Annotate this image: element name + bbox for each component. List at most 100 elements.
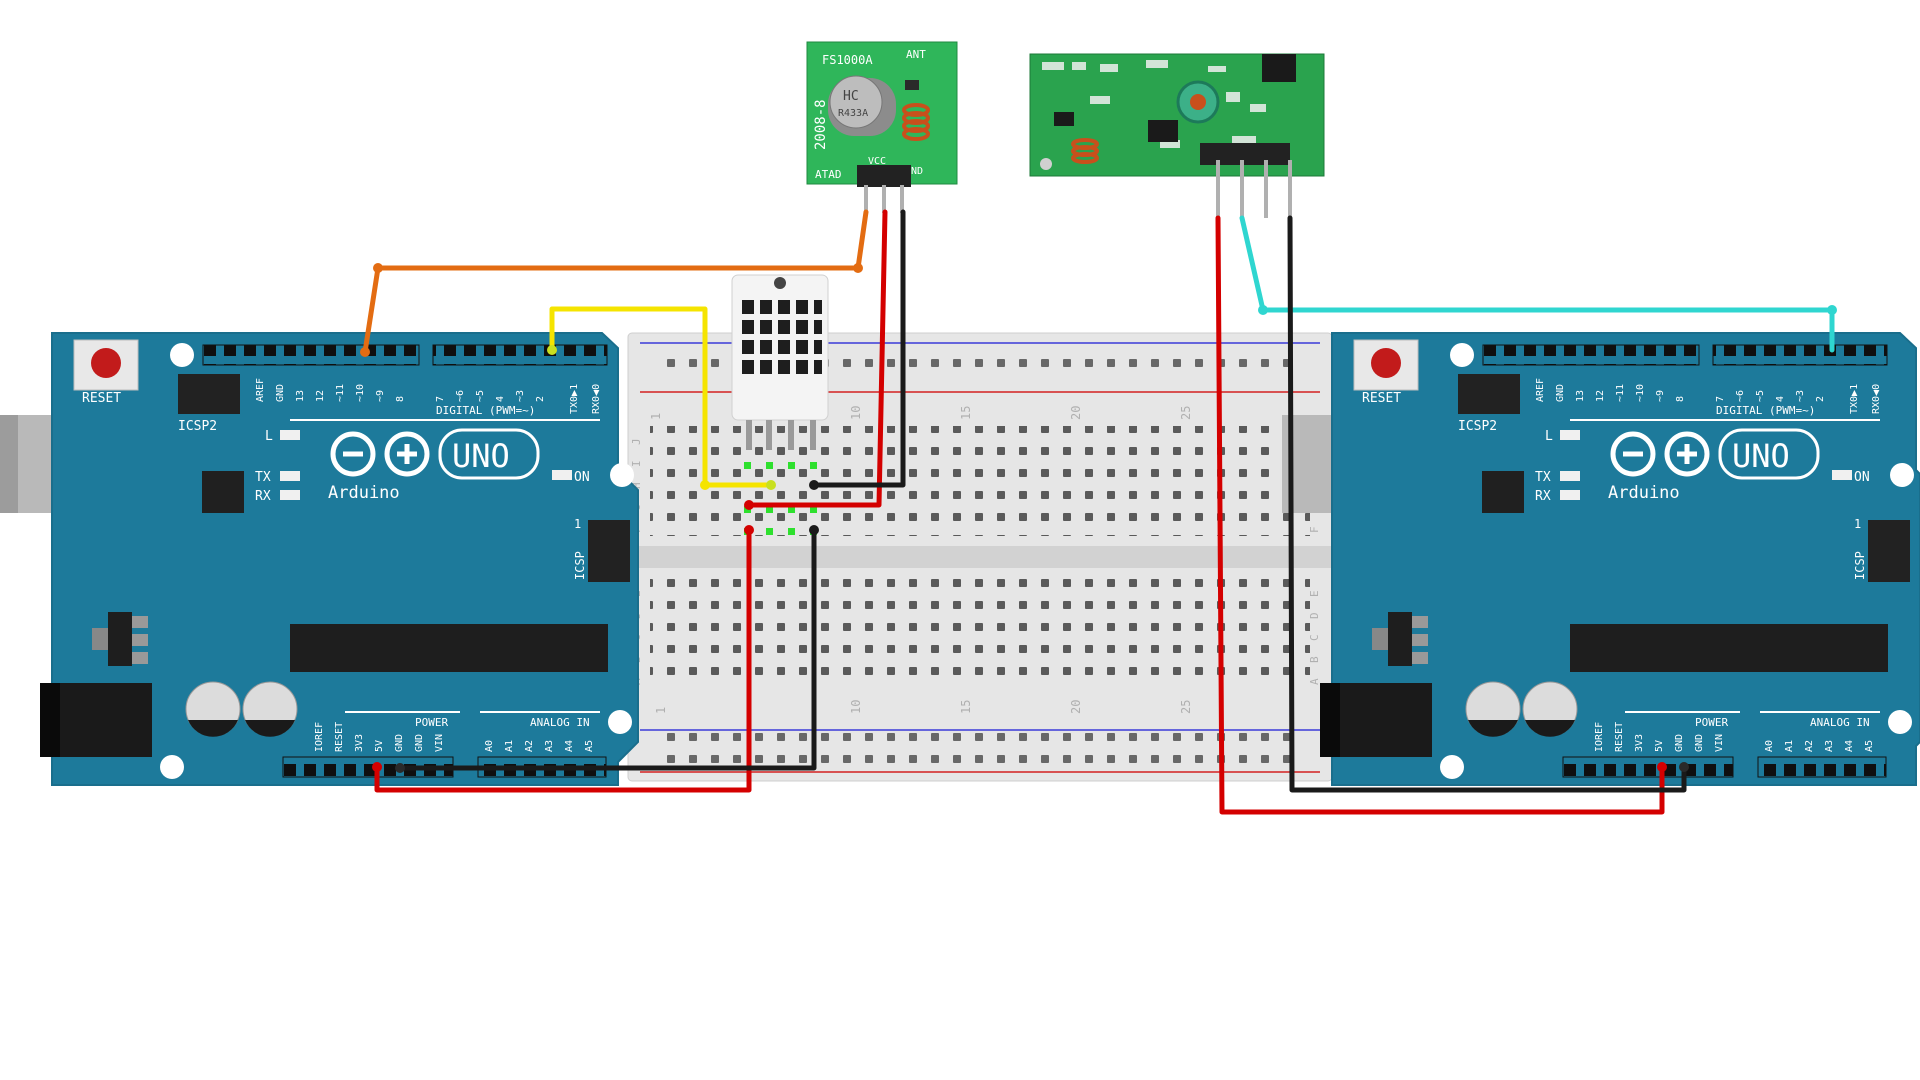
bb-col-10: 10 bbox=[849, 406, 863, 420]
bb-row-j: J bbox=[630, 438, 643, 445]
pin-6-right: ~6 bbox=[1735, 390, 1746, 402]
icsp-label-right: ICSP bbox=[1853, 551, 1867, 580]
pin-12-right: 12 bbox=[1595, 390, 1606, 402]
pin-8-right: 8 bbox=[1675, 396, 1686, 402]
icsp-label: ICSP bbox=[573, 551, 587, 580]
pin-1-right: TX0▶1 bbox=[1849, 384, 1860, 414]
tx-model-label: FS1000A bbox=[822, 53, 873, 67]
led-tx-label: TX bbox=[255, 470, 271, 485]
led-on-label: ON bbox=[574, 470, 590, 485]
pin-7-right: 7 bbox=[1715, 396, 1726, 402]
pin-0-right: RX0◀0 bbox=[1871, 384, 1882, 414]
pin-5v: 5V bbox=[374, 740, 385, 752]
icsp-pin1-label-right: 1 bbox=[1854, 517, 1861, 531]
pin-5-right: ~5 bbox=[1755, 390, 1766, 402]
pin-11-right: ~11 bbox=[1615, 384, 1626, 402]
pin-a0-right: A0 bbox=[1764, 740, 1775, 752]
pin-gnd-2: GND bbox=[414, 734, 425, 752]
pin-2-right: 2 bbox=[1815, 396, 1826, 402]
analog-label: ANALOG IN bbox=[530, 716, 590, 729]
pin-5v-right: 5V bbox=[1654, 740, 1665, 752]
pin-gnd-1: GND bbox=[394, 734, 405, 752]
pin-reset-power-right: RESET bbox=[1614, 722, 1625, 752]
pin-vin: VIN bbox=[434, 734, 445, 752]
power-label-right: POWER bbox=[1695, 716, 1728, 729]
bb-row-a-right: A bbox=[1308, 678, 1321, 685]
dht22-sensor bbox=[731, 274, 829, 535]
bb-row-d-right: D bbox=[1308, 612, 1321, 619]
pin-12: 12 bbox=[315, 390, 326, 402]
digital-label-right: DIGITAL (PWM=~) bbox=[1716, 404, 1815, 417]
arduino-uno-right: RESET ICSP2 AREF GND 13 12 ~11 ~10 ~9 8 … bbox=[1282, 332, 1920, 786]
bb-row-f-right: F bbox=[1308, 526, 1321, 533]
pin-gnd-1-right: GND bbox=[1674, 734, 1685, 752]
pin-aref-right: AREF bbox=[1535, 378, 1546, 402]
pin-13-right: 13 bbox=[1575, 390, 1586, 402]
arduino-uno-left: RESET ICSP2 AREF GND 13 12 ~11 ~10 ~9 8 … bbox=[0, 332, 639, 786]
bb-col-15-bottom: 15 bbox=[959, 700, 973, 714]
pin-8: 8 bbox=[395, 396, 406, 402]
wire-bb-5v bbox=[374, 527, 752, 793]
pin-a0: A0 bbox=[484, 740, 495, 752]
tx-vcc-label: VCC bbox=[868, 156, 886, 167]
tx-coil-icon bbox=[902, 103, 930, 141]
pin-gnd-top: GND bbox=[275, 384, 286, 402]
led-on-label-right: ON bbox=[1854, 470, 1870, 485]
pin-a3: A3 bbox=[544, 740, 555, 752]
reset-label: RESET bbox=[82, 391, 121, 406]
pin-3v3: 3V3 bbox=[354, 734, 365, 752]
arduino-brand-right: Arduino bbox=[1608, 483, 1680, 503]
tx-data-label: ATAD bbox=[815, 168, 842, 181]
icsp2-label: ICSP2 bbox=[178, 419, 217, 434]
bb-row-i: I bbox=[630, 460, 643, 467]
pin-a2: A2 bbox=[524, 740, 535, 752]
bb-col-20: 20 bbox=[1069, 406, 1083, 420]
uno-label: UNO bbox=[452, 437, 510, 475]
bb-col-15: 15 bbox=[959, 406, 973, 420]
arduino-logo-icon bbox=[330, 431, 430, 477]
pin-a2-right: A2 bbox=[1804, 740, 1815, 752]
pin-a1: A1 bbox=[504, 740, 515, 752]
tx-year-label: 2008-8 bbox=[813, 99, 829, 150]
wire-sensor-data bbox=[549, 306, 774, 488]
led-tx-label-right: TX bbox=[1535, 470, 1551, 485]
breadboard: 1 10 15 20 25 1 10 15 20 25 J I H G F F … bbox=[627, 332, 1333, 782]
arduino-logo-icon-right bbox=[1610, 431, 1710, 477]
pin-a4: A4 bbox=[564, 740, 575, 752]
pin-6: ~6 bbox=[455, 390, 466, 402]
wire-tx-gnd bbox=[811, 209, 906, 488]
pin-3: ~3 bbox=[515, 390, 526, 402]
analog-label-right: ANALOG IN bbox=[1810, 716, 1870, 729]
pin-a5-right: A5 bbox=[1864, 740, 1875, 752]
pin-a1-right: A1 bbox=[1784, 740, 1795, 752]
bb-col-25-bottom: 25 bbox=[1179, 700, 1193, 714]
pin-a5: A5 bbox=[584, 740, 595, 752]
power-label: POWER bbox=[415, 716, 448, 729]
wires bbox=[362, 209, 1835, 815]
tx-crystal-line2: R433A bbox=[838, 108, 868, 119]
led-rx-label-right: RX bbox=[1535, 489, 1551, 504]
bb-col-1-bottom: 1 bbox=[654, 707, 668, 714]
arduino-brand: Arduino bbox=[328, 483, 400, 503]
pin-a3-right: A3 bbox=[1824, 740, 1835, 752]
pin-3v3-right: 3V3 bbox=[1634, 734, 1645, 752]
led-rx-label: RX bbox=[255, 489, 271, 504]
pin-10: ~10 bbox=[355, 384, 366, 402]
pin-aref: AREF bbox=[255, 378, 266, 402]
bb-row-e-right: E bbox=[1308, 590, 1321, 597]
pin-9-right: ~9 bbox=[1655, 390, 1666, 402]
wire-bb-gnd bbox=[397, 527, 817, 771]
icsp2-label-right: ICSP2 bbox=[1458, 419, 1497, 434]
pin-13: 13 bbox=[295, 390, 306, 402]
led-l-label: L bbox=[265, 429, 273, 444]
bb-col-20-bottom: 20 bbox=[1069, 700, 1083, 714]
bb-col-10-bottom: 10 bbox=[849, 700, 863, 714]
wire-tx-data bbox=[362, 209, 869, 355]
rf-transmitter-fs1000a: FS1000A ANT 2008-8 HC R433A ATAD VCC GND bbox=[806, 41, 958, 213]
pin-vin-right: VIN bbox=[1714, 734, 1725, 752]
digital-label: DIGITAL (PWM=~) bbox=[436, 404, 535, 417]
pin-ioref: IOREF bbox=[314, 722, 325, 752]
pin-reset-power: RESET bbox=[334, 722, 345, 752]
wire-rx-data bbox=[1239, 215, 1835, 353]
